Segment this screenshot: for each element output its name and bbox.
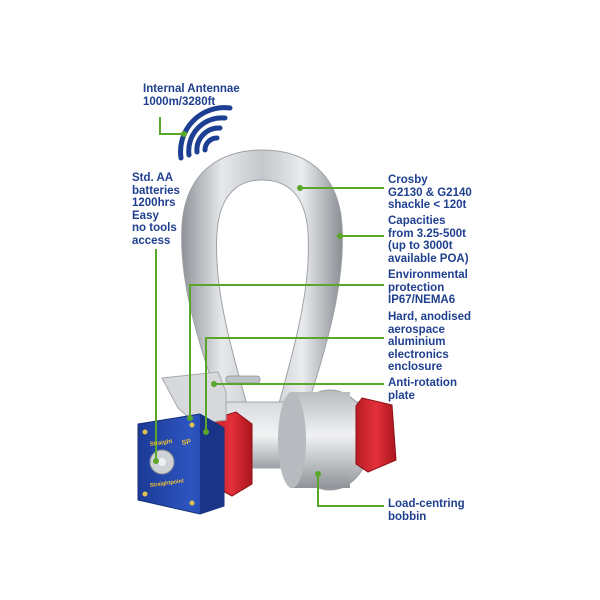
load-centring-bobbin: [278, 389, 371, 491]
electronics-enclosure: [137, 413, 225, 515]
brand-label-top: Straight: [149, 439, 172, 448]
callout-capacities: Capacities from 3.25-500t (up to 3000t a…: [388, 215, 469, 265]
callout-shackle: Crosby G2130 & G2140 shackle < 120t: [388, 174, 472, 211]
callout-enclosure: Hard, anodised aerospace aluminium elect…: [388, 311, 472, 373]
callout-anti-rotation: Anti-rotation plate: [388, 377, 457, 402]
callout-environmental: Environmental protection IP67/NEMA6: [388, 269, 468, 306]
brand-label-mid: SP: [181, 439, 192, 447]
leader-lines: [153, 117, 384, 507]
wifi-signal-icon: [178, 105, 233, 161]
callout-internal-antennae: Internal Antennae 1000m/3280ft: [143, 83, 240, 108]
callout-batteries: Std. AA batteries 1200hrs Easy no tools …: [132, 172, 180, 247]
callout-bobbin: Load-centring bobbin: [388, 498, 465, 523]
brand-label-bottom: Straightpoint: [149, 478, 184, 489]
red-nut-right: [355, 397, 397, 473]
